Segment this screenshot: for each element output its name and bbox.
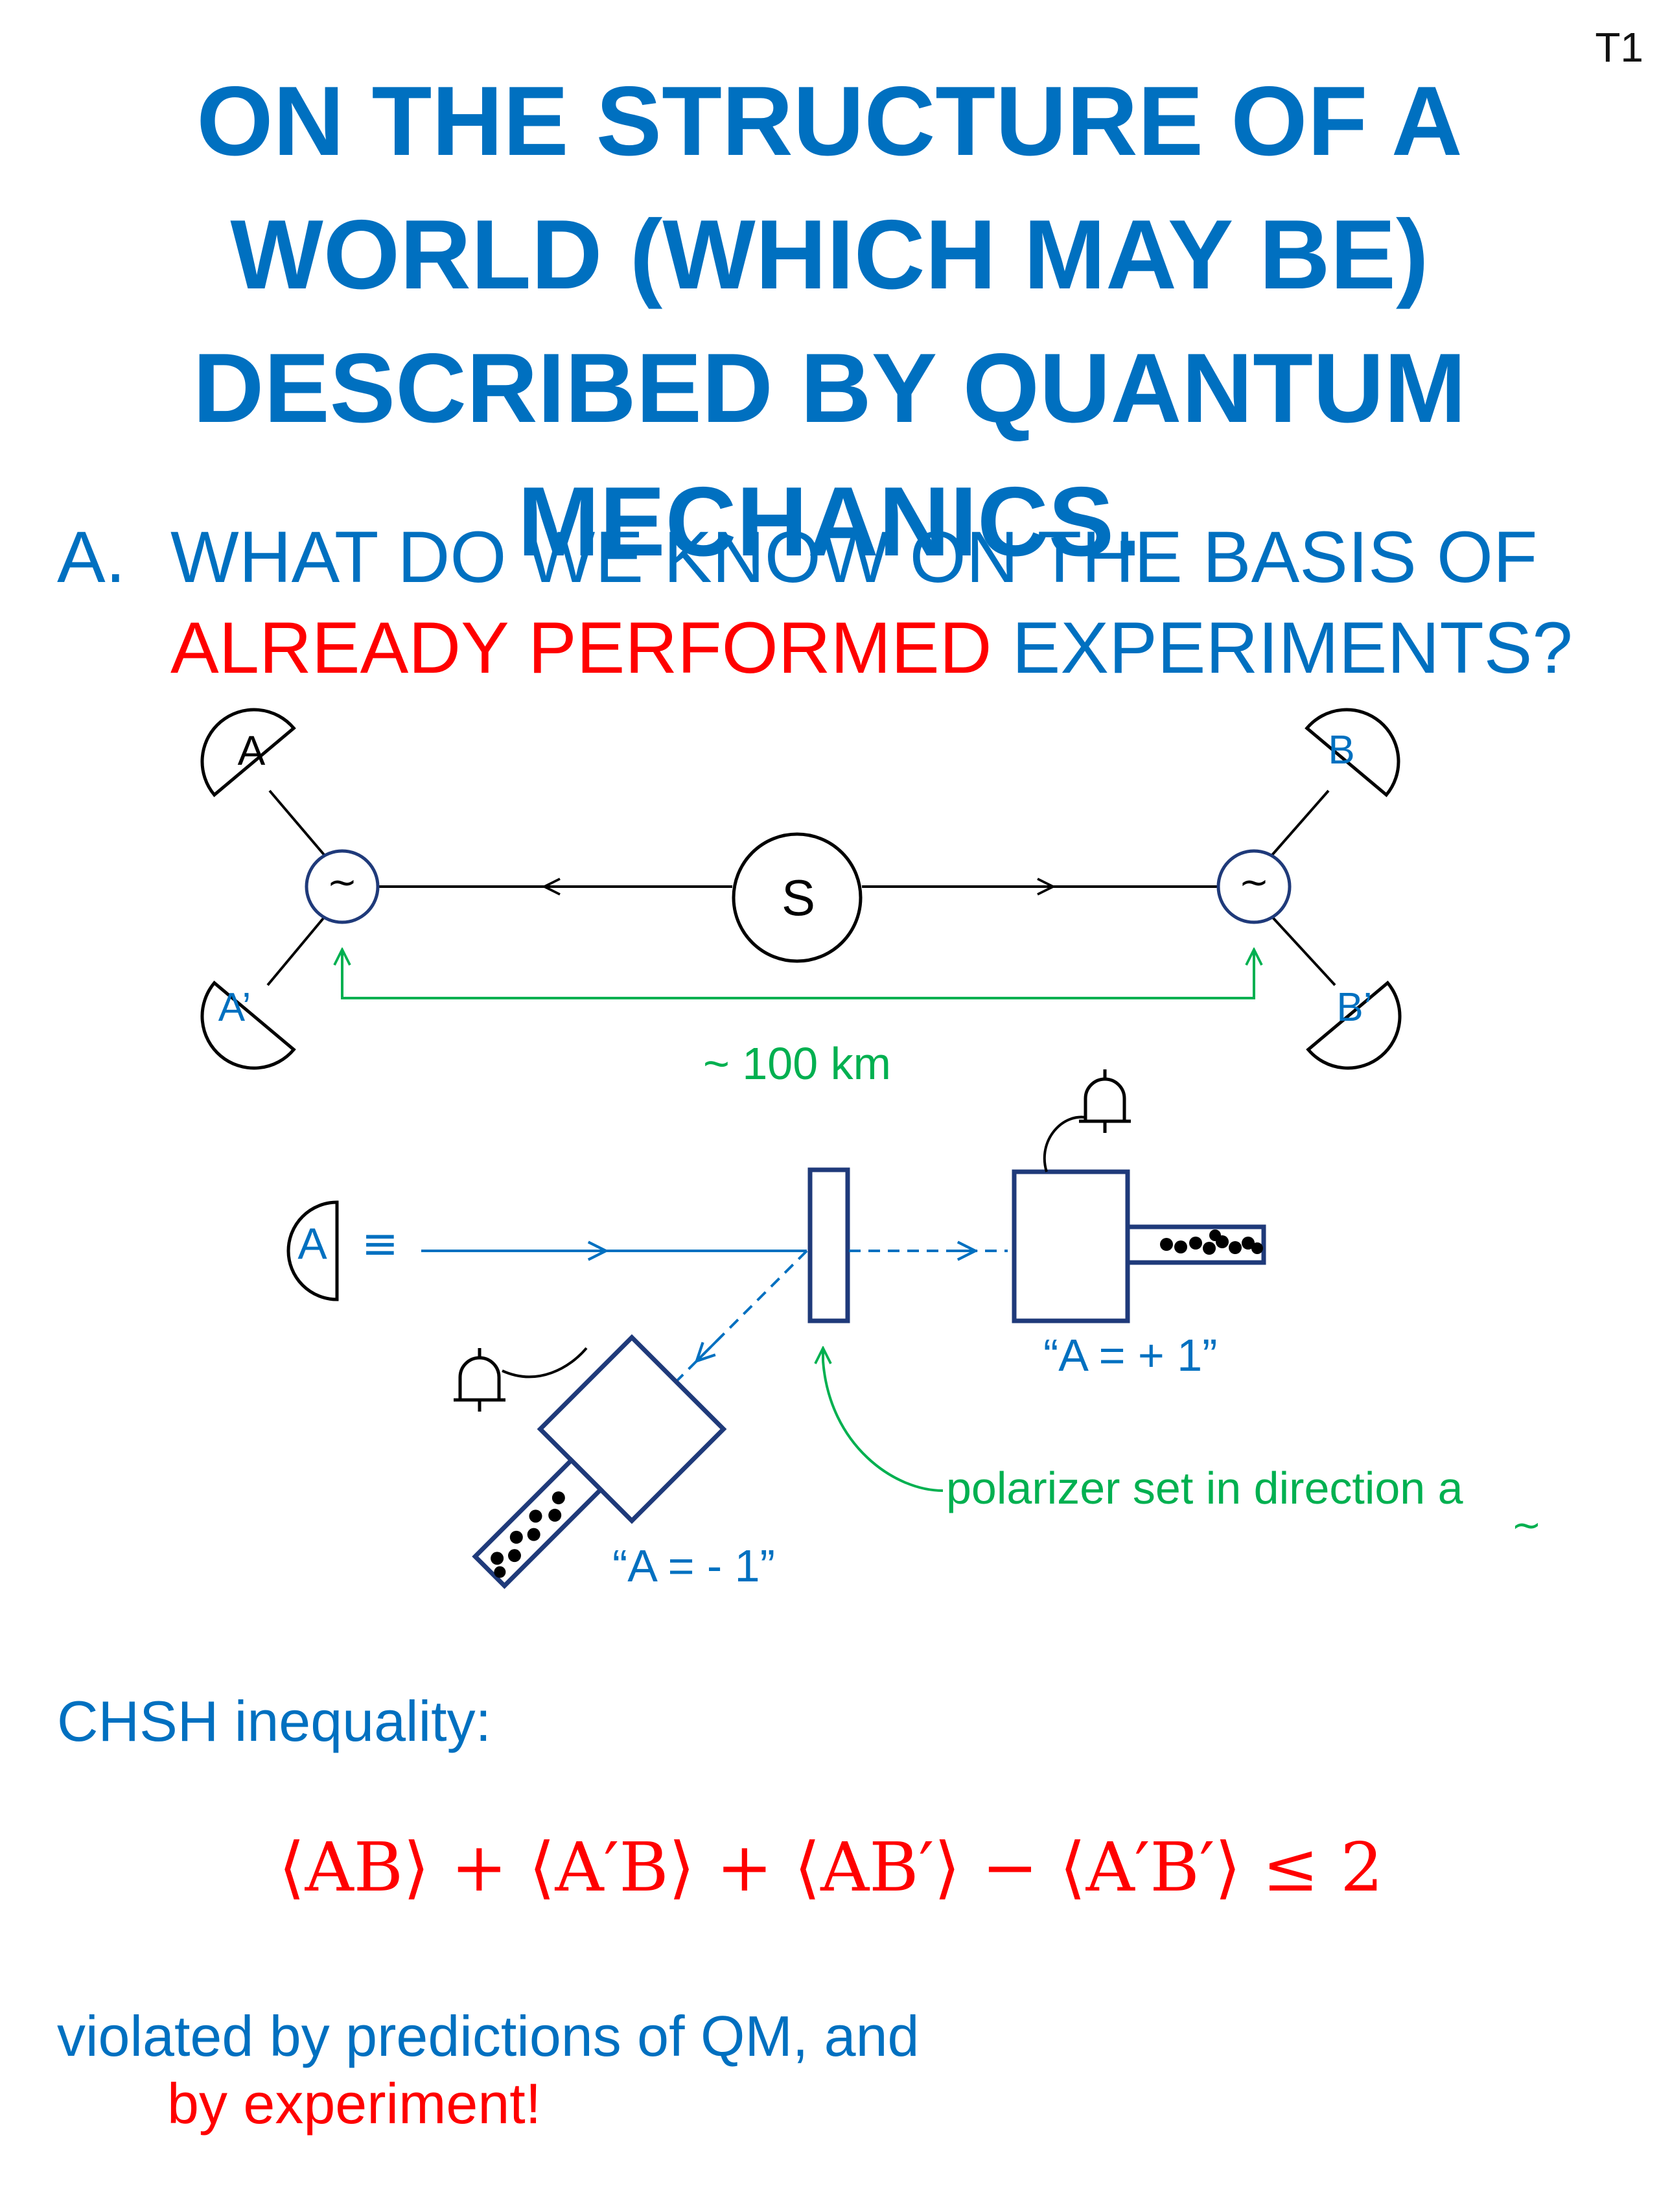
arm-a: [268, 789, 334, 866]
section-letter: A.: [57, 517, 126, 598]
equiv-detector-label: A: [297, 1219, 327, 1268]
detector-minus: [472, 1334, 727, 1589]
reflected-beam: [676, 1250, 808, 1382]
detector-b-prime: [1306, 981, 1402, 1070]
heading-line-1: WHAT DO WE KNOW ON THE BASIS OF: [170, 517, 1538, 598]
detector-a-equiv: [286, 1200, 339, 1301]
detector-b-label: B: [1328, 728, 1354, 773]
source-label: S: [782, 869, 815, 926]
polarizer-right-symbol: ~: [1239, 861, 1270, 903]
bell-icon: [1079, 1069, 1131, 1133]
detector-a-label: A: [238, 727, 266, 774]
title-line-2: WORLD (WHICH MAY BE): [230, 200, 1429, 310]
distance-label: ~ 100 km: [703, 1038, 891, 1089]
section-heading: A. WHAT DO WE KNOW ON THE BASIS OF ALREAD…: [57, 512, 1573, 693]
heading-line-2-rest: EXPERIMENTS?: [992, 607, 1573, 688]
distance-bracket: [341, 958, 1255, 999]
heading-row-2: ALREADY PERFORMED EXPERIMENTS?: [57, 603, 1573, 693]
detector-a-prime: [200, 981, 296, 1070]
polarizer-left: [305, 849, 380, 924]
particle-pile-plus: [1160, 1229, 1263, 1255]
heading-highlight: ALREADY PERFORMED: [170, 607, 992, 688]
slide-number: T1: [1595, 24, 1643, 71]
bell-icon-minus: [454, 1348, 505, 1412]
title-line-4: MECHANICS.: [517, 467, 1142, 577]
polarizer-plate: [807, 1167, 850, 1323]
detector-a: [200, 708, 296, 797]
detector-b: [1305, 708, 1400, 797]
reflected-beam-arrow: [697, 1334, 724, 1361]
caption-arrow: [822, 1360, 944, 1492]
bell-wire-plus: [1043, 1115, 1089, 1172]
detector-a-prime-label: A’: [218, 985, 251, 1030]
chsh-formula: ⟨AB⟩ + ⟨A′B⟩ + ⟨AB′⟩ − ⟨A′B′⟩ ≤ 2: [279, 1828, 1384, 1907]
polarizer-left-symbol: ~: [327, 861, 358, 903]
arm-b: [1262, 789, 1330, 866]
equiv-symbol: ≡: [362, 1218, 399, 1270]
polarizer-caption: polarizer set in direction a: [946, 1463, 1463, 1513]
bell-wire-minus: [502, 1347, 588, 1379]
arm-b-prime: [1266, 910, 1336, 986]
direction-tilde: ~: [1511, 1504, 1542, 1546]
conclusion-line-2: by experiment!: [167, 2071, 542, 2136]
title-line-1: ON THE STRUCTURE OF A: [196, 66, 1463, 176]
slide-title: ON THE STRUCTURE OF A WORLD (WHICH MAY B…: [130, 54, 1529, 588]
detector-box-plus: [1012, 1169, 1130, 1323]
conclusion-line-1: violated by predictions of QM, and: [57, 2004, 920, 2068]
title-line-3: DESCRIBED BY QUANTUM: [192, 333, 1467, 443]
source-circle: [732, 832, 863, 963]
outcome-plus-label: “A = + 1”: [1043, 1330, 1217, 1380]
detector-b-prime-label: B’: [1336, 985, 1372, 1030]
heading-row-1: A. WHAT DO WE KNOW ON THE BASIS OF: [57, 512, 1573, 603]
conclusion: violated by predictions of QM, and by ex…: [57, 2003, 919, 2137]
arm-a-prime: [266, 910, 331, 986]
chsh-label: CHSH inequality:: [57, 1689, 492, 1753]
outcome-minus-label: “A = - 1”: [612, 1541, 775, 1591]
polarizer-right: [1216, 849, 1292, 924]
